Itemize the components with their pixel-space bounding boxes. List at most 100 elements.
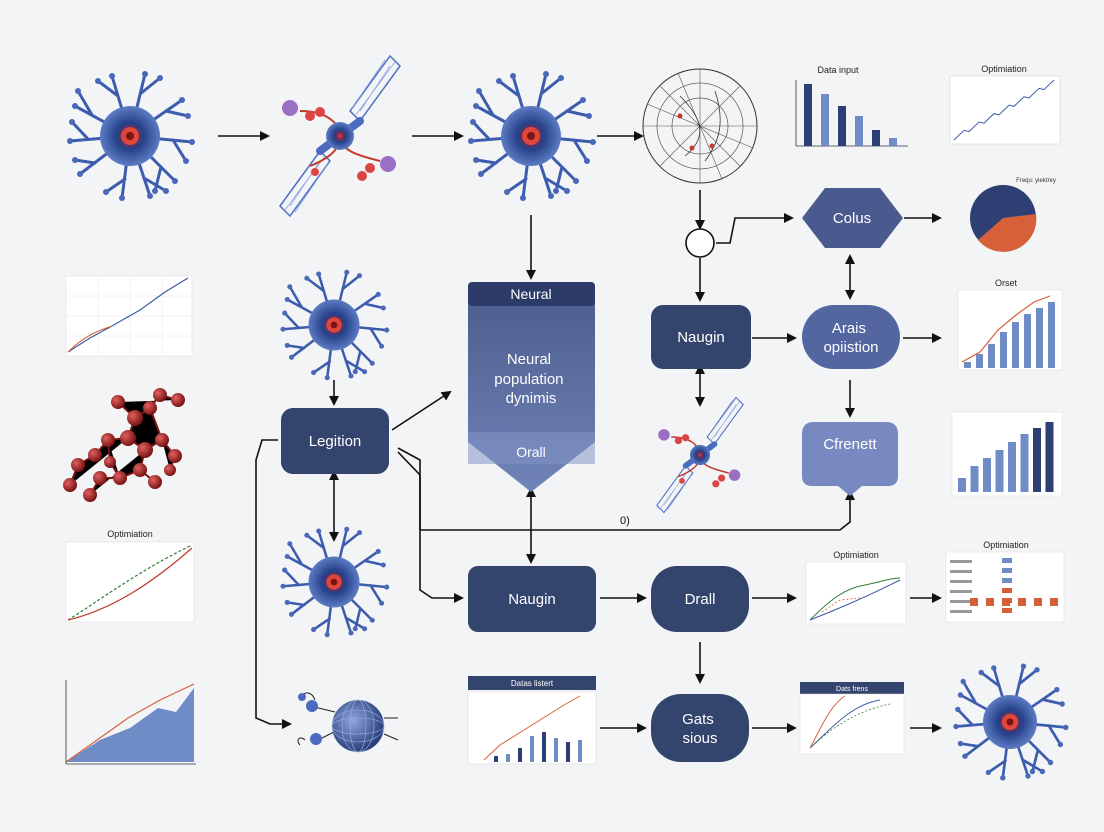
legition-label: Legition (309, 433, 362, 450)
chart-bar (1045, 422, 1054, 492)
chart-bar (1000, 332, 1007, 368)
chart-bar (1002, 568, 1012, 573)
chart-bar (872, 130, 880, 146)
panel-body-label: Neural population dynimis (494, 351, 567, 407)
chart-bar (970, 466, 979, 492)
mini-chart-title: Optimiation (983, 540, 1029, 550)
mini-chart-optimization-table: Optimiation (945, 540, 1065, 623)
drall-label: Drall (685, 591, 716, 608)
chart-bar (804, 84, 812, 146)
mini-chart-optimization-top: Optimiation (949, 64, 1061, 145)
junction-circle-icon (685, 228, 715, 258)
mini-chart-title: Datas listert (511, 679, 554, 688)
chart-bar (976, 354, 983, 368)
chart-bar (1002, 598, 1010, 606)
chart-bar (1002, 588, 1012, 593)
chart-bar (518, 748, 522, 762)
mini-chart-optimization-left: Optimiation (65, 529, 195, 623)
chart-bar (983, 458, 991, 492)
colus-node[interactable] (802, 188, 903, 248)
chart-bar (950, 590, 972, 593)
mini-chart-area (65, 680, 196, 765)
mini-chart-title: Data input (817, 65, 859, 75)
cfrenett-node[interactable] (802, 422, 898, 496)
legition-node[interactable] (281, 408, 389, 474)
chart-bar (1033, 428, 1041, 492)
connectors (218, 131, 942, 733)
chart-bar (958, 478, 966, 492)
neuron-icon (279, 268, 391, 382)
naugin-bottom-label: Naugin (508, 591, 556, 608)
chart-bar (1002, 608, 1012, 613)
chart-bar (506, 754, 510, 762)
chart-bar (889, 138, 897, 146)
chart-bar (1012, 322, 1019, 368)
chart-bar (494, 756, 498, 762)
chart-bar (1034, 598, 1042, 606)
panel-footer-label: Orall (516, 444, 546, 460)
drall-node[interactable] (651, 566, 749, 632)
mini-chart-title: Orset (995, 278, 1018, 288)
chart-bar (1002, 578, 1012, 583)
naugin-bottom-node[interactable] (468, 566, 596, 632)
arrow-legition-to-sphere (255, 439, 292, 729)
chart-bar (950, 560, 972, 563)
chart-bar (1008, 442, 1016, 492)
feedback-label: 0) (620, 515, 630, 527)
chart-bar (1018, 598, 1026, 606)
molecule-icon (657, 397, 743, 512)
mini-chart-datas-listert: Datas listert (467, 676, 597, 765)
chart-bar (566, 742, 570, 762)
mini-chart-title: Optimiation (981, 64, 1027, 74)
molecule-cluster-icon (63, 388, 185, 502)
chart-bar (950, 580, 972, 583)
arais-node[interactable] (802, 305, 900, 369)
chart-bar (950, 610, 972, 613)
colus-label: Colus (833, 210, 871, 227)
arais-label: Arais opiistion (823, 320, 878, 356)
chart-bar (855, 116, 863, 146)
chart-bar (542, 732, 546, 762)
arrow-legition-to-panel (391, 390, 452, 431)
mini-chart-left-line (65, 275, 193, 357)
mini-chart-datas-bottom: Dats frens (799, 682, 905, 755)
pie-chart-label: Frequ: yiektrey (1016, 178, 1056, 184)
gats-label: Gats sious (682, 711, 718, 747)
neuron-icon (951, 662, 1070, 782)
chart-bar (988, 344, 995, 368)
neural-population-panel[interactable] (468, 282, 595, 492)
mini-chart-data-input: Data input (795, 65, 908, 147)
chart-bar (1048, 302, 1055, 368)
arrow-junction-to-colus (716, 213, 794, 244)
chart-bar (578, 740, 582, 762)
mini-chart-title: Optimiation (833, 550, 879, 560)
chart-bar (950, 570, 972, 573)
chart-bar (821, 94, 829, 146)
arrow-legition-to-naugin2 (397, 451, 464, 603)
naugin-top-label: Naugin (677, 329, 725, 346)
mini-chart-orset: Orset (957, 278, 1063, 371)
polar-chart-icon (642, 68, 758, 184)
gats-node[interactable] (651, 694, 749, 762)
mini-chart-optimization-mid: Optimiation (805, 550, 907, 625)
sphere-icon (297, 692, 399, 753)
chart-bar (950, 600, 972, 603)
neuron-icon (65, 69, 197, 203)
chart-bar (1036, 308, 1043, 368)
chart-bar (995, 450, 1004, 492)
chart-bar (1020, 434, 1029, 492)
pie-chart-icon: Frequ: yiektrey (970, 178, 1056, 252)
chart-bar (986, 598, 994, 606)
naugin-top-node[interactable] (651, 305, 751, 369)
chart-bar (1002, 558, 1012, 563)
neuron-icon (466, 69, 598, 203)
chart-bar (838, 106, 846, 146)
cfrenett-label: Cfrenett (823, 436, 877, 453)
chart-bar (964, 362, 971, 368)
mini-chart-title: Dats frens (836, 686, 868, 693)
chart-bar (1050, 598, 1058, 606)
chart-bar (530, 736, 534, 762)
neuron-icon (279, 525, 391, 639)
molecule-icon (280, 56, 400, 216)
